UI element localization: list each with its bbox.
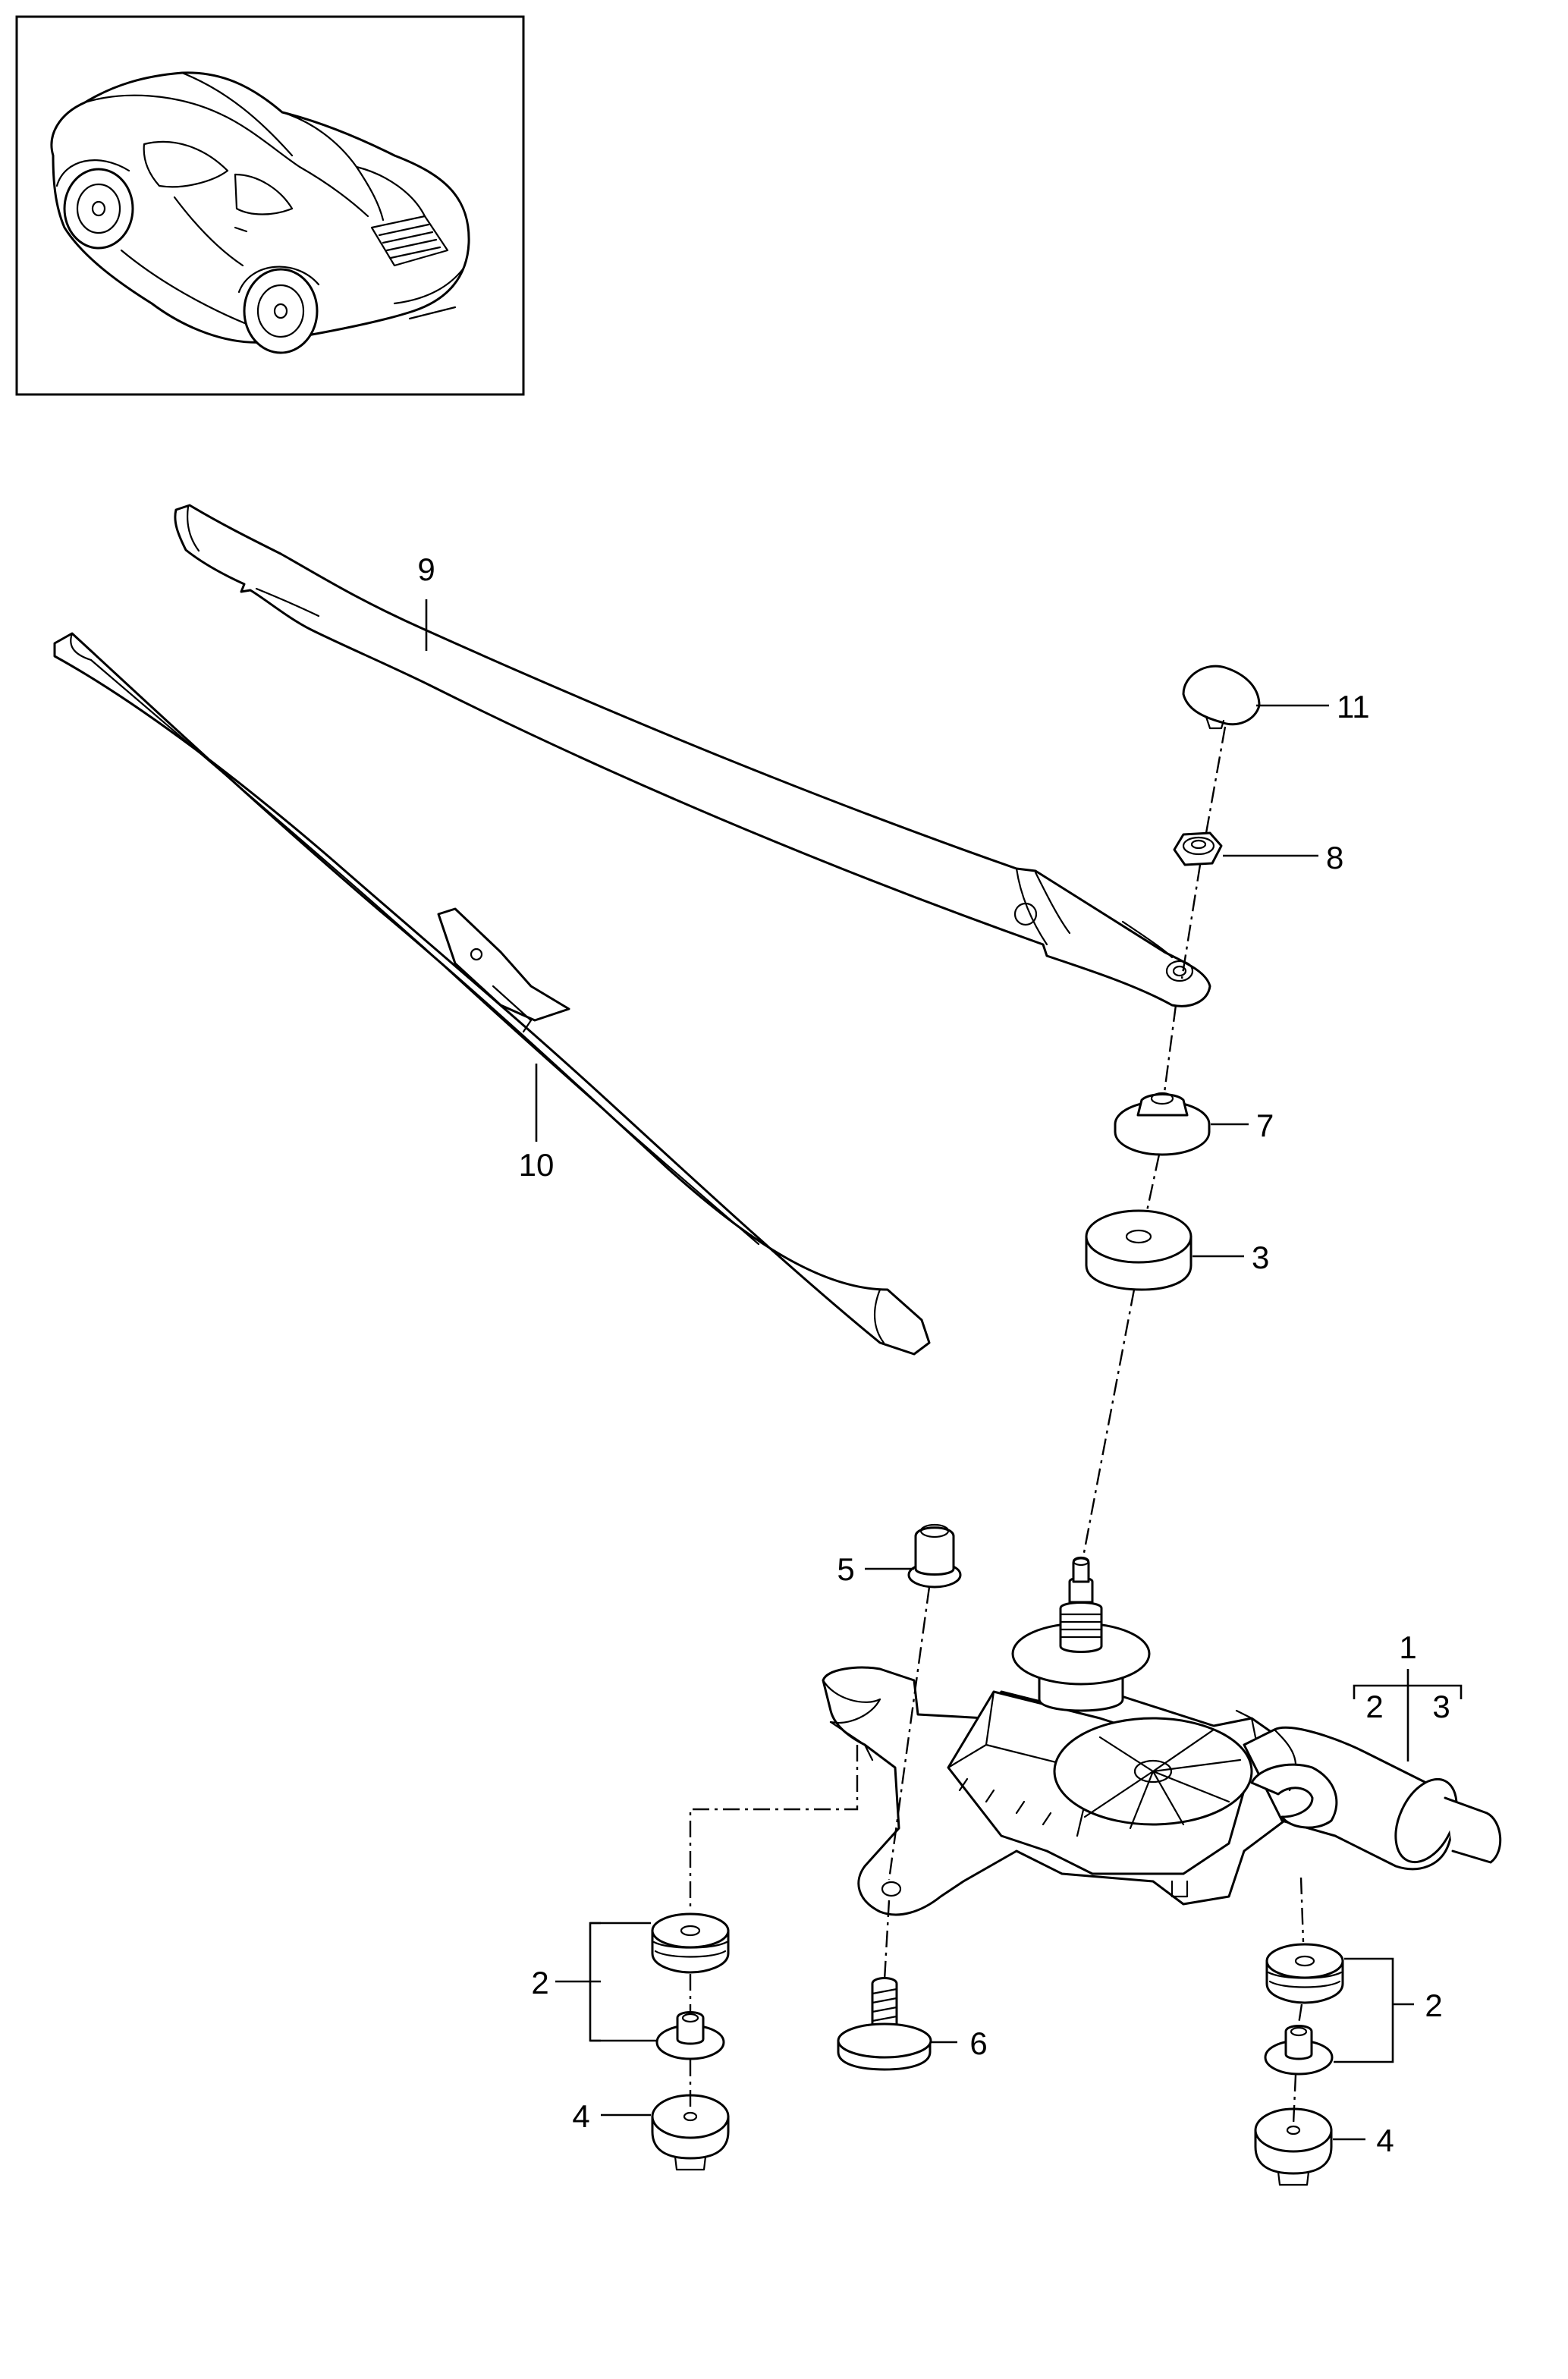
callout-11: 11	[1337, 689, 1370, 724]
callout-2-right: 2	[1425, 1988, 1442, 2023]
leader-lines	[425, 599, 1463, 2141]
part-11-cap	[1182, 665, 1261, 730]
car-illustration	[50, 71, 470, 354]
part-2-right-mount-sleeve	[1264, 2025, 1334, 2076]
callout-4-left: 4	[572, 2098, 589, 2134]
callout-6: 6	[969, 2025, 987, 2061]
callout-10: 10	[519, 1147, 555, 1183]
part-10-wiper-blade	[53, 632, 931, 1356]
callout-9: 8	[1326, 840, 1343, 875]
part-7-grommet	[1114, 1092, 1211, 1156]
callout-3: 3	[1252, 1240, 1269, 1275]
callout-1-sub-2: 2	[1365, 1689, 1383, 1724]
callout-8: 9	[417, 552, 435, 587]
callout-labels: 9 10 11 8 7 3 5 1 2 3 2 2 6 4 4	[417, 552, 1450, 2158]
vehicle-overview-inset	[15, 15, 525, 396]
part-6-bolt	[837, 1977, 932, 2071]
part-4-right-flange-nut	[1254, 2107, 1333, 2186]
callout-5: 5	[837, 1551, 854, 1587]
callout-2-left: 2	[531, 1965, 548, 2000]
callout-7: 7	[1256, 1108, 1274, 1143]
part-5-bushing	[907, 1523, 962, 1589]
callout-1: 1	[1399, 1629, 1416, 1665]
callout-4-right: 4	[1376, 2123, 1394, 2158]
callout-1-sub-3: 3	[1432, 1689, 1450, 1724]
part-4-left-flange-nut	[651, 2094, 730, 2171]
part-2-left-mount-sleeve	[655, 2011, 725, 2060]
part-1-wiper-motor	[822, 1556, 1502, 1916]
assembly-axes	[689, 726, 1305, 2125]
part-8-wiper-arm	[174, 504, 1211, 1007]
part-2-right-rubber-mount	[1265, 1943, 1344, 2004]
part-3-spacer	[1085, 1209, 1192, 1291]
part-9-hex-nut	[1173, 831, 1223, 866]
part-2-left-rubber-mount	[651, 1912, 730, 1974]
